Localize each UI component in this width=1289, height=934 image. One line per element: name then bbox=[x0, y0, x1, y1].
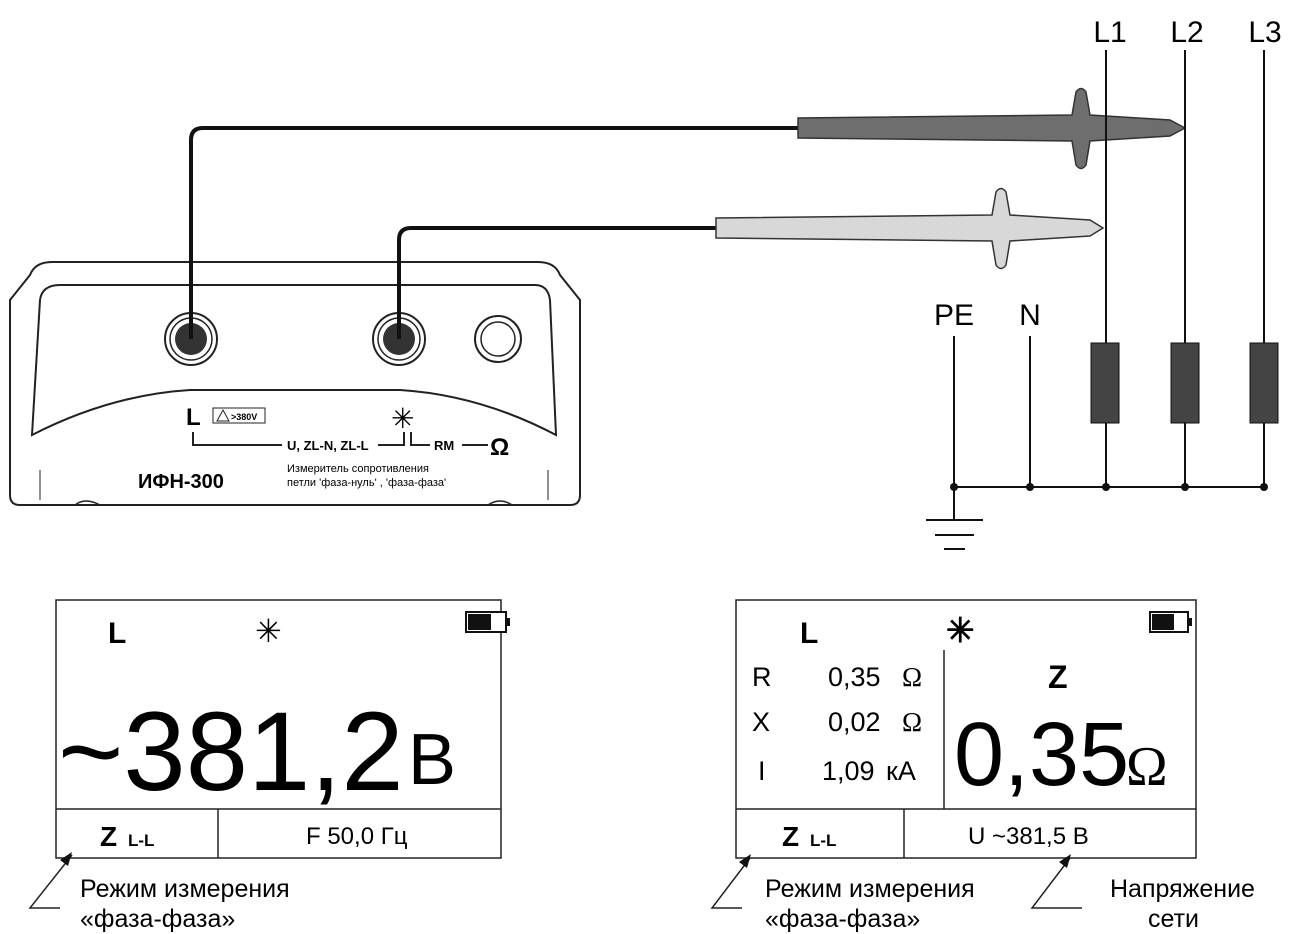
display2-row-x-unit: Ω bbox=[902, 707, 922, 737]
display-impedance: L ✳ R 0,35 Ω X 0,02 Ω I 1,09 кА Z 0,35 Ω… bbox=[710, 599, 1255, 933]
n-label: N bbox=[1019, 299, 1041, 332]
callout2-arrowhead bbox=[739, 854, 751, 868]
display1-frequency: F 50,0 Гц bbox=[306, 823, 408, 850]
display2-mode-z: Z bbox=[782, 821, 799, 852]
battery-icon bbox=[465, 611, 510, 633]
display2-row-r-label: R bbox=[752, 662, 772, 692]
load-l2 bbox=[1170, 342, 1200, 424]
callout2-leader bbox=[710, 857, 751, 909]
callout3-leader bbox=[1030, 857, 1082, 909]
display1-mode-z: Z bbox=[100, 821, 117, 852]
ground-icon bbox=[926, 519, 983, 550]
star-terminal-label: ✳ bbox=[391, 403, 414, 434]
warning-box bbox=[212, 407, 266, 424]
load-l1 bbox=[1090, 342, 1120, 424]
callout3-line1: Напряжение bbox=[1110, 875, 1255, 903]
display2-z-value: 0,35 bbox=[954, 705, 1129, 805]
warning-triangle-icon bbox=[216, 408, 230, 422]
display1-voltage-value: ~381,2 bbox=[58, 689, 404, 814]
display2-voltage: U ~381,5 В bbox=[968, 823, 1089, 850]
model-name: ИФН-300 bbox=[138, 471, 224, 493]
group-label: U, ZL-N, ZL-L bbox=[287, 438, 369, 453]
callout1-arrowhead bbox=[60, 852, 72, 866]
warning-voltage: >380V bbox=[231, 412, 257, 422]
display2-row-r-value: 0,35 bbox=[828, 662, 881, 692]
pe-label: PE bbox=[934, 299, 974, 332]
display-voltage: L ✳ ~381,2 В Z L-L F 50,0 Гц Режим измер… bbox=[28, 599, 510, 933]
phase-l1-label: L1 bbox=[1093, 16, 1126, 49]
callout1-line2: «фаза-фаза» bbox=[80, 905, 235, 933]
display2-z-label: Z bbox=[1048, 659, 1068, 695]
callout3-arrowhead bbox=[1059, 854, 1071, 868]
callout2-line1: Режим измерения bbox=[765, 875, 975, 903]
display2-l-indicator: L bbox=[800, 617, 818, 650]
description-line2: петли 'фаза-нуль' , 'фаза-фаза' bbox=[287, 477, 446, 489]
probe-dark bbox=[797, 87, 1187, 170]
display2-row-i-unit: кА bbox=[886, 756, 916, 786]
callout1-line1: Режим измерения bbox=[80, 875, 290, 903]
meter-labels: L >380V U, ZL-N, ZL-L ✳ RM Ω ИФН-300 Изм… bbox=[138, 403, 509, 493]
cable-l bbox=[189, 126, 798, 339]
display2-row-i-label: I bbox=[758, 756, 766, 786]
network: L1 L2 L3 PE N bbox=[926, 16, 1282, 550]
display2-row-x-label: X bbox=[752, 707, 770, 737]
terminal-l-label: L bbox=[186, 404, 201, 431]
meter-body bbox=[9, 261, 581, 506]
display2-star-indicator: ✳ bbox=[946, 612, 975, 650]
socket-omega bbox=[474, 315, 522, 363]
load-l3 bbox=[1249, 342, 1279, 424]
callout3-line2: сети bbox=[1148, 905, 1199, 933]
display2-row-i-value: 1,09 bbox=[822, 756, 875, 786]
display1-star-indicator: ✳ bbox=[255, 613, 282, 649]
phase-l2-label: L2 bbox=[1170, 16, 1203, 49]
display1-mode-sub: L-L bbox=[128, 831, 154, 850]
display2-mode-sub: L-L bbox=[810, 831, 836, 850]
display2-z-unit: Ω bbox=[1126, 736, 1168, 798]
phase-l3-label: L3 bbox=[1248, 16, 1281, 49]
display1-voltage-unit: В bbox=[408, 720, 456, 800]
callout2-line2: «фаза-фаза» bbox=[765, 905, 920, 933]
display2-row-r-unit: Ω bbox=[902, 662, 922, 692]
rm-label: RM bbox=[434, 438, 454, 453]
display1-l-indicator: L bbox=[108, 617, 126, 650]
probe-light bbox=[715, 187, 1105, 270]
display2-row-x-value: 0,02 bbox=[828, 707, 881, 737]
callout1-leader bbox=[28, 854, 73, 909]
description-line1: Измеритель сопротивления bbox=[287, 463, 429, 475]
battery-icon bbox=[1149, 611, 1192, 633]
cable-star bbox=[397, 226, 716, 339]
ohm-terminal-label: Ω bbox=[490, 434, 509, 461]
